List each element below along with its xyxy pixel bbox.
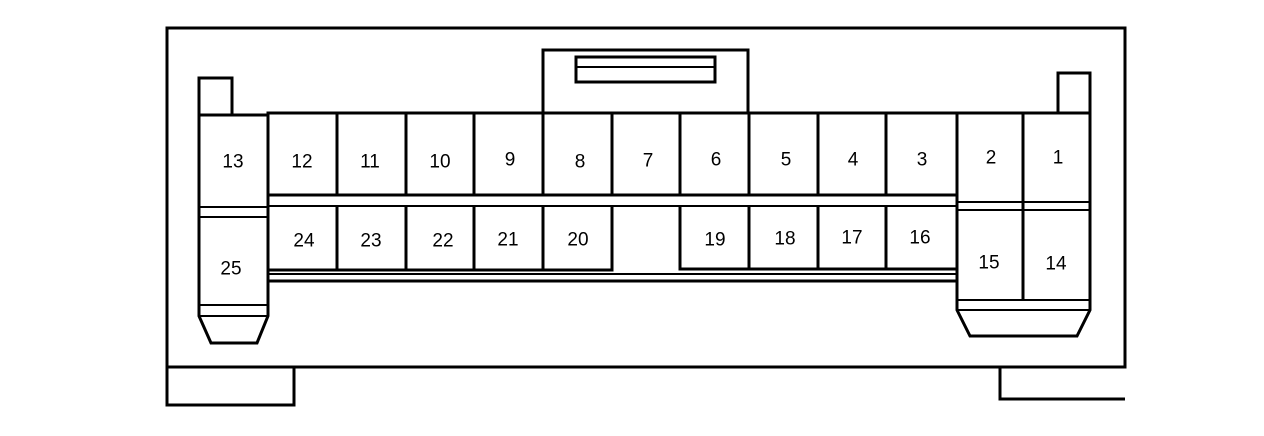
pin-24-label: 24 [293, 231, 315, 252]
pin-15-label: 15 [978, 253, 999, 274]
top-row-dividers [335, 113, 888, 195]
left-latch-post [197, 76, 234, 115]
pin-4-label: 4 [848, 150, 859, 171]
pin-5-label: 5 [781, 150, 792, 171]
pin-1-label: 1 [1053, 148, 1064, 169]
pin-labels: 1 2 3 4 5 6 7 8 9 10 11 12 13 14 15 16 1… [220, 148, 1067, 280]
pin-13-label: 13 [222, 152, 243, 173]
bottom-row-cavities-right [678, 206, 957, 271]
pin-21-label: 21 [497, 230, 518, 251]
pin-7-label: 7 [643, 151, 654, 172]
pin-2-label: 2 [986, 148, 997, 169]
left-latch-column [197, 113, 270, 345]
right-mounting-foot [998, 367, 1125, 401]
pin-20-label: 20 [567, 230, 588, 251]
connector-housing [165, 26, 1127, 369]
pin-11-label: 11 [360, 152, 380, 173]
pin-18-label: 18 [774, 229, 795, 250]
pin-10-label: 10 [429, 152, 450, 173]
pin-8-label: 8 [575, 152, 586, 173]
pin-17-label: 17 [841, 228, 862, 249]
pin-16-label: 16 [909, 228, 930, 249]
pin-6-label: 6 [711, 150, 722, 171]
pin-25-label: 25 [220, 259, 241, 280]
pin-23-label: 23 [360, 231, 381, 252]
pin-9-label: 9 [505, 150, 516, 171]
pin-22-label: 22 [432, 231, 453, 252]
pin-3-label: 3 [917, 150, 928, 171]
right-latch-post [1056, 71, 1092, 113]
locking-tab [541, 48, 750, 113]
bottom-row-cavities-left [266, 206, 614, 272]
locking-tab-window [574, 55, 717, 84]
pin-14-label: 14 [1045, 254, 1067, 275]
left-mounting-foot [165, 367, 296, 407]
pin-19-label: 19 [704, 230, 725, 251]
pin-12-label: 12 [291, 152, 312, 173]
